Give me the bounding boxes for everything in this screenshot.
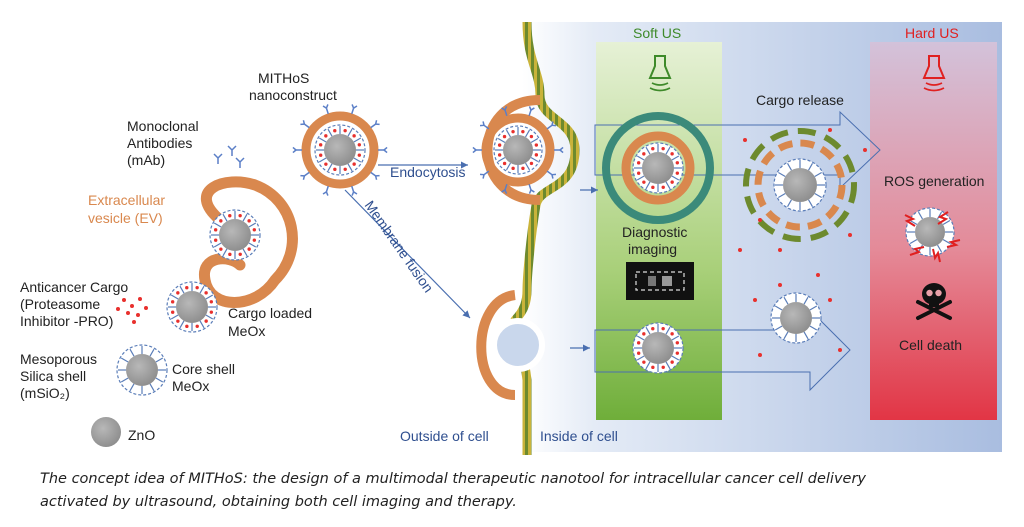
antibody-icons [213,145,245,168]
label-membrane-fusion: Membrane fusion [362,198,437,296]
label-msio2-1: Mesoporous [20,351,97,367]
label-core-shell-2: MeOx [172,378,209,394]
skull-icon [916,283,952,320]
label-cargo-release: Cargo release [756,92,844,108]
label-soft-us: Soft US [633,25,681,41]
ros-particle [905,207,955,257]
fusion-membrane [476,290,517,400]
label-diag-2: imaging [628,241,677,257]
cargo-dots [116,297,148,324]
membrane-fragments [743,128,857,242]
label-inside: Inside of cell [540,428,618,444]
soft-us-particle [621,131,695,205]
label-mab-1: Monoclonal [127,118,199,134]
label-hard-us: Hard US [905,25,959,41]
fusion-arrow [344,189,471,319]
extracellular-vesicle [199,176,298,308]
label-ros: ROS generation [884,173,984,189]
label-endocytosis: Endocytosis [390,164,465,180]
imaging-thumbnail [626,262,694,300]
label-mab-2: Antibodies [127,135,192,151]
label-ev-2: vesicle (EV) [88,210,163,226]
label-death: Cell death [899,337,962,353]
label-cargo-1: Anticancer Cargo [20,279,128,295]
label-mab-3: (mAb) [127,152,165,168]
label-core-shell-1: Core shell [172,361,235,377]
label-cargo-2: (Proteasome [20,296,100,312]
caption-line-1: The concept idea of MITHoS: the design o… [40,471,867,487]
label-msio2-2: Silica shell [20,368,86,384]
figure-caption: The concept idea of MITHoS: the design o… [40,468,1000,514]
zno-core [91,417,121,447]
label-diag-1: Diagnostic [622,224,687,240]
label-cargo-loaded-1: Cargo loaded [228,305,312,321]
core-shell-meox [116,344,168,396]
label-cargo-loaded-2: MeOx [228,323,265,339]
mithos-nanoconstruct [292,104,388,196]
soft-us-shell [602,112,714,224]
released-cargo-dots [738,128,867,357]
label-ev-1: Extracellular [88,192,165,208]
ev-fragments [754,139,846,231]
inside-particle [632,322,684,374]
label-outside: Outside of cell [400,428,489,444]
soft-us-probe-icon [648,55,672,92]
endocytosed-particle [472,106,564,194]
ros-flash-icons [904,211,961,263]
cargo-release-particle [773,158,827,212]
released-particle [770,292,822,344]
label-cargo-3: Inhibitor -PRO) [20,313,113,329]
ev-loaded-particle [209,209,261,261]
fused-particle [491,318,545,372]
hard-us-probe-icon [922,55,946,92]
label-mithos-2: nanoconstruct [249,87,337,103]
cargo-loaded-meox [166,281,218,333]
label-mithos-1: MITHoS [258,70,309,86]
caption-line-2: activated by ultrasound, obtaining both … [40,494,517,510]
label-zno: ZnO [128,427,155,443]
label-msio2-3: (mSiO₂) [20,385,70,401]
